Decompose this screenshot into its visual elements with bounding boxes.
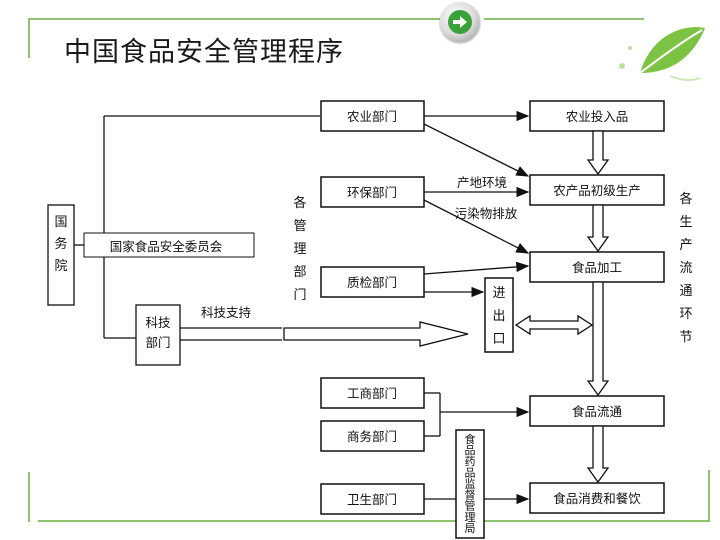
fda-char-5: 监 [465, 477, 476, 490]
frame-left-line [28, 18, 30, 58]
stage-processing-label: 食品加工 [572, 260, 622, 275]
stage-processing-box [529, 251, 665, 283]
fda-box [455, 429, 485, 539]
mgmt-char-2: 管 [293, 219, 306, 234]
state-council-box [47, 204, 75, 306]
stage-circulation-label: 食品流通 [572, 404, 623, 419]
tech-dept-line-1: 科技 [145, 315, 171, 330]
leaf-decoration-icon [619, 27, 705, 82]
tech-dept-box [135, 304, 181, 366]
chain-char-1: 各 [679, 191, 692, 207]
stage-agri-inputs-box [529, 100, 665, 132]
committee-label: 国家食品安全委员会 [110, 239, 223, 254]
slide-title: 中国食品安全管理程序 [64, 37, 344, 68]
fda-char-4: 品 [465, 466, 476, 479]
frame-bottom-line [38, 520, 710, 522]
dept-commerce-label: 商务部门 [347, 429, 397, 444]
dept-commerce-admin-box [320, 377, 425, 409]
fda-char-9: 局 [465, 522, 476, 535]
frame-top-line [28, 18, 440, 20]
fda-char-8: 理 [465, 511, 476, 524]
stage-primary-box [529, 174, 665, 206]
dept-agri-label: 农业部门 [347, 109, 397, 124]
state-council-char-3: 院 [54, 259, 67, 274]
edge-environment-label: 产地环境 [457, 175, 507, 190]
frame-bottom-left-line [28, 472, 30, 522]
dept-env-label: 环保部门 [347, 185, 397, 200]
edge-pollution-label: 污染物排放 [455, 206, 518, 221]
chain-char-7: 节 [679, 330, 692, 345]
stage-primary-label: 农产品初级生产 [553, 183, 641, 198]
chain-char-4: 流 [679, 261, 692, 276]
import-export-char-2: 出 [492, 309, 505, 324]
dept-quality-label: 质检部门 [347, 275, 397, 290]
chain-char-5: 通 [679, 284, 692, 299]
state-council-char-1: 国 [54, 215, 67, 230]
import-export-box [484, 277, 514, 353]
stage-consumption-label: 食品消费和餐饮 [553, 491, 641, 506]
dept-quality-box [320, 266, 425, 298]
mgmt-char-3: 理 [293, 242, 306, 257]
chain-char-2: 生 [679, 215, 692, 230]
dept-health-label: 卫生部门 [347, 492, 397, 507]
chain-char-3: 产 [679, 238, 692, 253]
stage-consumption-box [529, 482, 665, 514]
next-arrow-icon [448, 10, 472, 34]
dept-commerce-admin-label: 工商部门 [347, 386, 397, 401]
mgmt-char-1: 各 [293, 195, 306, 211]
import-export-char-3: 口 [492, 332, 505, 347]
dept-commerce-box [320, 420, 425, 452]
frame-right-line [708, 470, 710, 522]
import-export-char-1: 进 [492, 286, 505, 301]
fda-char-7: 管 [465, 499, 476, 513]
tech-dept-line-2: 部门 [145, 335, 170, 350]
fda-char-3: 药 [465, 455, 476, 468]
fda-char-1: 食 [465, 432, 476, 446]
chain-char-6: 环 [679, 307, 692, 322]
dept-env-box [320, 176, 425, 208]
fda-char-2: 品 [465, 444, 476, 457]
next-slide-button[interactable] [440, 2, 480, 42]
dept-agri-box [320, 100, 425, 132]
committee-box [83, 232, 255, 258]
fda-char-6: 督 [465, 488, 476, 502]
tech-support-label: 科技支持 [201, 305, 251, 320]
frame-top-line-right [484, 18, 644, 20]
stage-agri-inputs-label: 农业投入品 [566, 109, 629, 124]
state-council-char-2: 务 [54, 236, 67, 252]
mgmt-char-5: 门 [293, 288, 306, 303]
mgmt-char-4: 部 [293, 265, 306, 280]
